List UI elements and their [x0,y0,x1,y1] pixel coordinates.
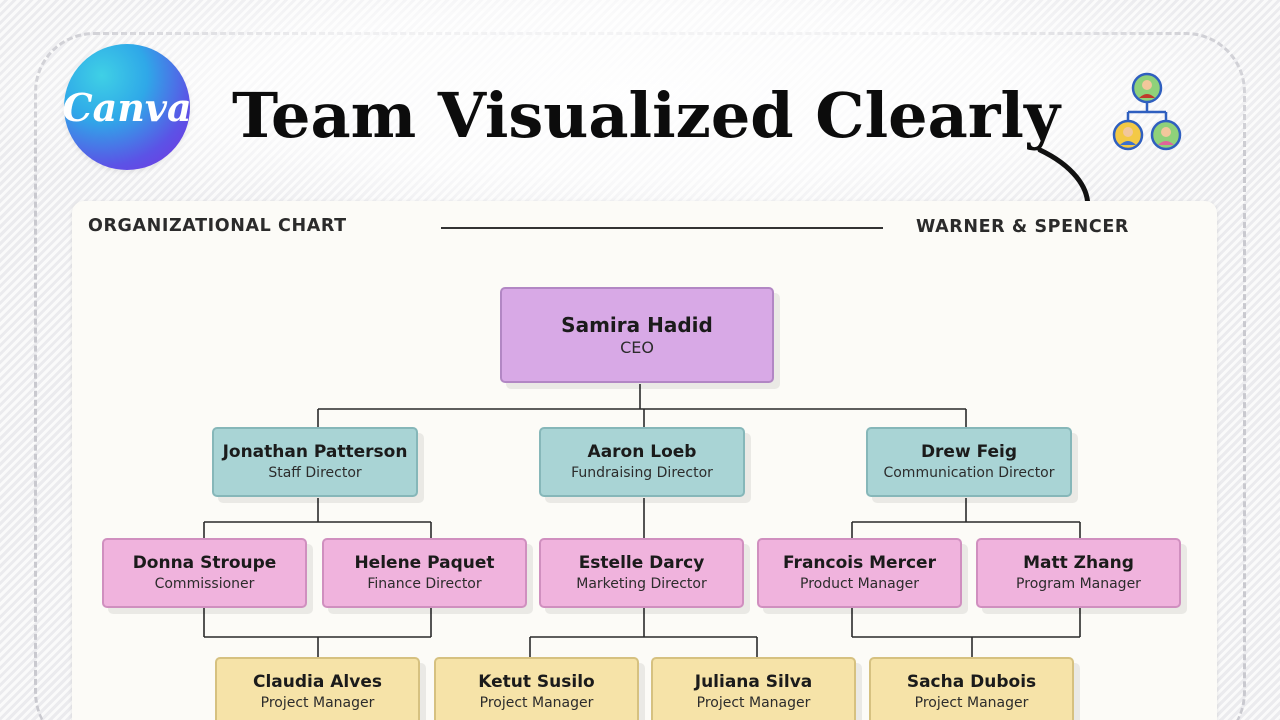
node-manager: Helene Paquet Finance Director [322,538,527,608]
heading-rule [441,227,883,229]
node-manager: Matt Zhang Program Manager [976,538,1181,608]
node-name: Matt Zhang [1023,553,1134,573]
node-name: Francois Mercer [783,553,936,573]
node-role: Project Manager [479,695,594,711]
node-name: Ketut Susilo [478,672,595,692]
company-name: WARNER & SPENCER [916,217,1129,237]
node-director: Aaron Loeb Fundraising Director [539,427,745,497]
node-manager: Donna Stroupe Commissioner [102,538,307,608]
node-role: CEO [620,338,654,357]
node-project-manager: Ketut Susilo Project Manager [434,657,639,720]
headline: Team Visualized Clearly [232,79,1061,152]
node-ceo: Samira Hadid CEO [500,287,774,383]
node-role: Finance Director [367,576,482,592]
node-name: Juliana Silva [694,672,813,692]
node-role: Program Manager [1016,576,1141,592]
node-role: Product Manager [800,576,919,592]
node-manager: Estelle Darcy Marketing Director [539,538,744,608]
node-role: Marketing Director [576,576,707,592]
node-name: Drew Feig [920,442,1018,462]
node-role: Project Manager [260,695,375,711]
node-role: Project Manager [696,695,811,711]
node-name: Helene Paquet [354,553,495,573]
node-role: Communication Director [883,465,1055,481]
node-project-manager: Claudia Alves Project Manager [215,657,420,720]
org-chart-people-icon [1112,72,1182,151]
node-manager: Francois Mercer Product Manager [757,538,962,608]
node-name: Claudia Alves [253,672,382,692]
node-name: Jonathan Patterson [222,442,408,462]
node-role: Staff Director [268,465,362,481]
node-role: Project Manager [914,695,1029,711]
node-role: Fundraising Director [571,465,713,481]
card-heading: ORGANIZATIONAL CHART [88,216,347,236]
node-name: Aaron Loeb [587,442,697,462]
node-director: Drew Feig Communication Director [866,427,1072,497]
node-name: Samira Hadid [561,313,713,337]
node-name: Estelle Darcy [578,553,705,573]
logo-text: Canva [62,84,192,130]
node-project-manager: Juliana Silva Project Manager [651,657,856,720]
node-name: Donna Stroupe [132,553,277,573]
header-glow [0,0,1280,230]
node-director: Jonathan Patterson Staff Director [212,427,418,497]
node-project-manager: Sacha Dubois Project Manager [869,657,1074,720]
node-name: Sacha Dubois [906,672,1037,692]
node-role: Commissioner [154,576,255,592]
canva-logo: Canva [62,44,192,170]
